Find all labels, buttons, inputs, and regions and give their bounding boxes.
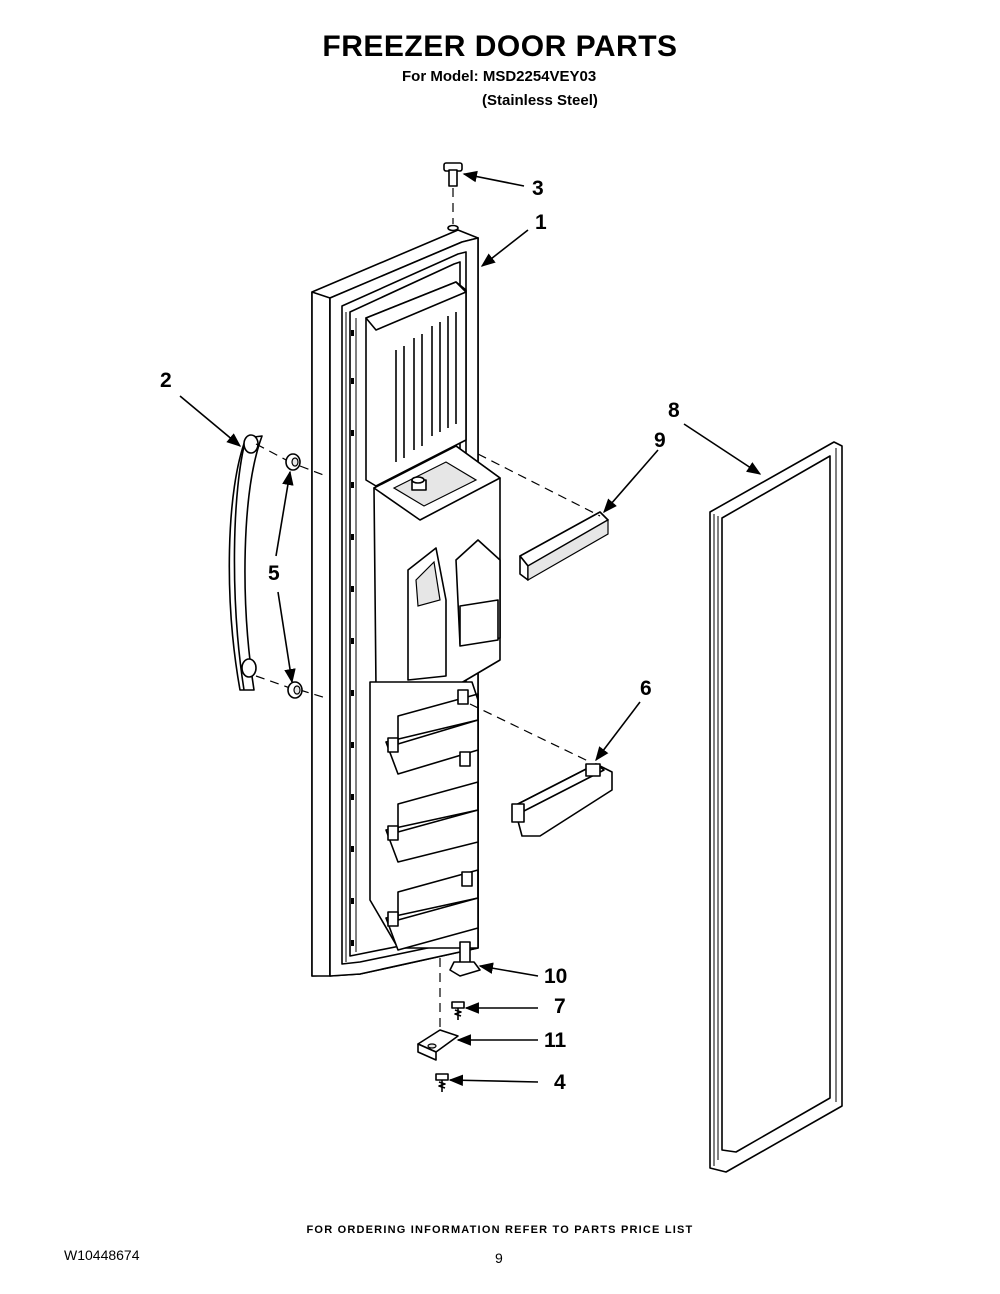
callout-6: 6 [640, 677, 652, 700]
door-shelves [369, 681, 479, 951]
hinge-pin-bracket [439, 941, 481, 1040]
door-bin [469, 703, 613, 837]
callout-9: 9 [654, 429, 666, 452]
callout-7: 7 [554, 995, 566, 1018]
model-line: For Model: MSD2254VEY03 [402, 68, 597, 85]
callout-leaders [179, 170, 762, 1087]
door-gasket [709, 441, 843, 1173]
gasket-rivets [351, 330, 354, 946]
page-number: 9 [495, 1250, 503, 1266]
variant-line: (Stainless Steel) [482, 92, 598, 109]
page-title: FREEZER DOOR PARTS [322, 30, 678, 63]
callout-11: 11 [544, 1029, 567, 1052]
callout-3: 3 [532, 177, 544, 200]
dispenser-trim-channel [477, 453, 609, 582]
handle-spacers [285, 453, 303, 699]
door-top-plug [443, 162, 463, 224]
hinge-block [417, 1029, 459, 1061]
callout-10: 10 [544, 965, 568, 988]
callout-2: 2 [160, 369, 172, 392]
dispenser-housing [373, 445, 501, 689]
hinge-screw-lower [435, 1073, 449, 1092]
callout-5: 5 [268, 562, 280, 585]
door-handle [228, 434, 327, 699]
document-number: W10448674 [64, 1247, 140, 1263]
ordering-note: FOR ORDERING INFORMATION REFER TO PARTS … [306, 1224, 694, 1236]
callout-4: 4 [554, 1071, 566, 1094]
hinge-screw-upper [451, 1001, 465, 1020]
callout-8: 8 [668, 399, 680, 422]
callout-1: 1 [535, 211, 547, 234]
